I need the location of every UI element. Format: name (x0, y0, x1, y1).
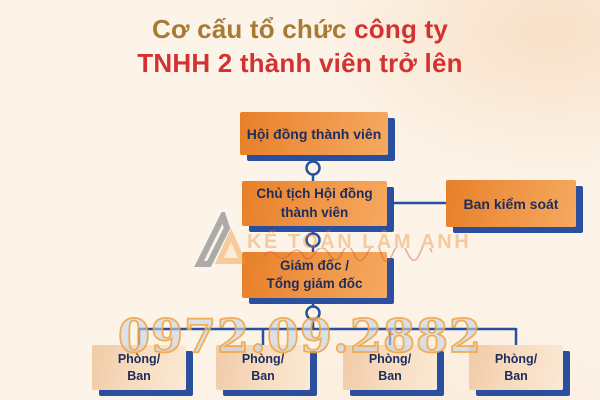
department-line2: Ban (251, 368, 275, 383)
department-line2: Ban (127, 368, 151, 383)
box-department-4: Phòng/ Ban (469, 345, 563, 390)
box-director-line1: Giám đốc / (279, 257, 350, 273)
box-director-line2: Tổng giám đốc (266, 276, 363, 291)
title-line-1: Cơ cấu tổ chức công ty (0, 13, 600, 47)
box-control-board-label: Ban kiểm soát (463, 195, 559, 212)
title-part-red: công ty (354, 14, 448, 44)
department-line1: Phòng/ (368, 351, 412, 366)
page-title: Cơ cấu tổ chức công ty TNHH 2 thành viên… (0, 13, 600, 81)
department-line1: Phòng/ (241, 351, 285, 366)
watermark-brand-text: KẾ TOÁN LÂM ANH (247, 231, 472, 253)
department-line2: Ban (504, 368, 528, 383)
department-line1: Phòng/ (494, 351, 538, 366)
box-members-council-label: Hội đồng thành viên (246, 125, 382, 142)
box-chairman-line1: Chủ tịch Hội đồng (256, 186, 373, 202)
connector-node-circle (305, 160, 321, 176)
box-chairman-line2: thành viên (280, 204, 349, 220)
box-department-1: Phòng/ Ban (92, 345, 186, 390)
box-department-3: Phòng/ Ban (343, 345, 437, 390)
box-chairman: Chủ tịch Hội đồng thành viên (242, 181, 387, 226)
department-line2: Ban (378, 368, 402, 383)
connector-node-circle (305, 305, 321, 321)
box-director: Giám đốc / Tổng giám đốc (242, 252, 387, 298)
title-line-2: TNHH 2 thành viên trở lên (137, 47, 463, 78)
box-members-council: Hội đồng thành viên (240, 112, 388, 155)
box-control-board: Ban kiểm soát (446, 180, 576, 227)
title-part-brown: Cơ cấu tổ chức (152, 14, 347, 44)
box-department-2: Phòng/ Ban (216, 345, 310, 390)
department-line1: Phòng/ (117, 351, 161, 366)
